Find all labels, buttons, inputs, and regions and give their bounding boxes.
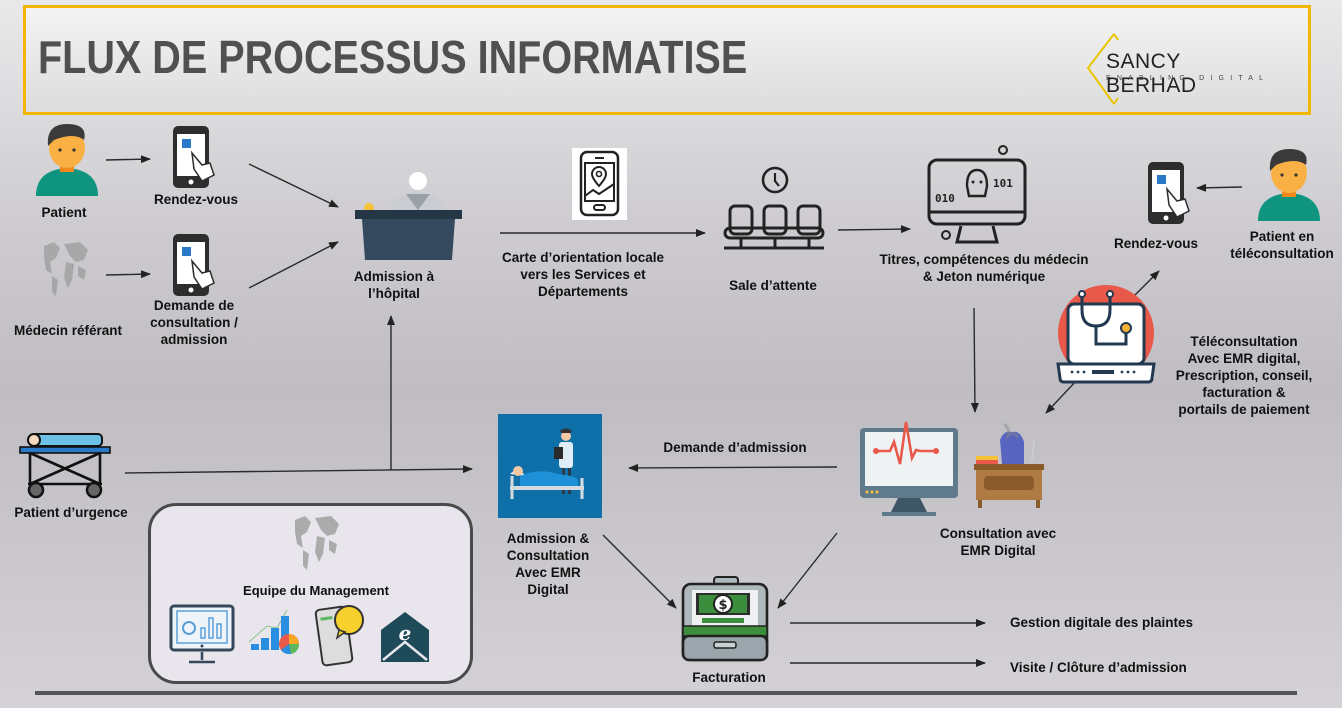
arrow-rdv-admission xyxy=(248,163,339,208)
node-rendezvous-left: Rendez-vous xyxy=(153,192,238,207)
node-rendezvous-right: Rendez-vous xyxy=(1113,236,1198,251)
arrow-patient-rdv xyxy=(105,155,151,164)
node-consult-request: Demande de consultation / admission xyxy=(150,298,238,347)
world-map-icon xyxy=(44,242,88,296)
arrow-admission-request xyxy=(628,463,838,472)
arrow-telepatient-rdv xyxy=(1196,183,1243,192)
node-teleconsultation: Téléconsultation Avec EMR digital, Presc… xyxy=(1175,334,1313,417)
arrow-emergency-admission-consult xyxy=(124,465,473,474)
email-envelope-icon: e xyxy=(381,612,429,662)
management-team-panel: Equipe du Management e xyxy=(148,503,473,684)
arrow-waiting-credentials xyxy=(837,225,911,234)
node-tele-patient: Patient en téléconsultation xyxy=(1230,229,1334,261)
hospital-bed-doctor-icon xyxy=(498,414,602,518)
svg-text:101: 101 xyxy=(993,177,1013,190)
company-logo: SANCY BERHAD ENABLING DIGITAL xyxy=(1084,32,1274,106)
page-title: FLUX DE PROCESSUS INFORMATISE xyxy=(38,31,748,83)
node-emergency-patient: Patient d’urgence xyxy=(14,505,128,520)
node-doctor-credentials: Titres, compétences du médecin & Jeton n… xyxy=(879,252,1089,284)
arrow-consult-billing xyxy=(777,532,838,609)
world-map-icon xyxy=(295,516,339,570)
laptop-stethoscope-icon xyxy=(1056,285,1156,384)
node-complaints: Gestion digitale des plaintes xyxy=(1010,615,1194,630)
monitor-binary-icon: 010 101 xyxy=(927,145,1027,244)
svg-text:e: e xyxy=(399,621,412,645)
arrow-credentials-consult xyxy=(970,307,979,413)
bar-pie-chart-icon xyxy=(248,609,300,655)
smartphone-tap-icon xyxy=(1148,162,1190,224)
node-referring-doctor: Médecin référant xyxy=(13,323,123,338)
label-admission-request: Demande d’admission xyxy=(663,440,807,455)
header-banner: FLUX DE PROCESSUS INFORMATISE SANCY BERH… xyxy=(23,5,1311,115)
logo-diamond-icon xyxy=(1086,33,1119,105)
waiting-chairs-clock-icon xyxy=(723,166,825,250)
stretcher-icon xyxy=(19,433,111,499)
node-waiting-room: Sale d’attente xyxy=(729,278,817,293)
management-team-title: Equipe du Management xyxy=(243,583,389,598)
node-admission: Admission à l’hôpital xyxy=(353,269,435,301)
cash-briefcase-icon: $ xyxy=(681,576,769,662)
arrow-tele-consult xyxy=(1045,379,1078,414)
svg-text:010: 010 xyxy=(935,192,955,205)
node-map-card: Carte d’orientation locale vers les Serv… xyxy=(501,250,665,299)
logo-name: SANCY BERHAD xyxy=(1106,50,1197,97)
person-icon xyxy=(1258,149,1320,221)
dashboard-monitor-icon xyxy=(169,604,235,664)
node-patient: Patient xyxy=(41,205,87,220)
arrow-admconsult-billing xyxy=(602,534,677,609)
node-consult-emr: Consultation avec EMR Digital xyxy=(939,526,1057,558)
node-admission-consult: Admission & Consultation Avec EMR Digita… xyxy=(506,531,590,597)
reception-desk-icon xyxy=(355,172,462,260)
heartbeat-monitor-icon xyxy=(860,421,958,516)
node-closure: Visite / Clôture d’admission xyxy=(1010,660,1187,675)
phone-chat-bubble-icon xyxy=(314,605,364,667)
office-desk-icon xyxy=(974,422,1044,508)
logo-tagline: ENABLING DIGITAL xyxy=(1106,75,1270,82)
smartphone-tap-icon xyxy=(173,234,215,296)
arrow-request-admission xyxy=(248,241,339,289)
node-billing: Facturation xyxy=(692,670,766,685)
arrow-doctor-request xyxy=(105,270,151,279)
smartphone-tap-icon xyxy=(173,126,215,188)
svg-text:$: $ xyxy=(718,598,727,613)
person-icon xyxy=(36,124,98,196)
phone-map-pin-icon xyxy=(572,148,627,220)
bottom-divider xyxy=(35,691,1297,695)
